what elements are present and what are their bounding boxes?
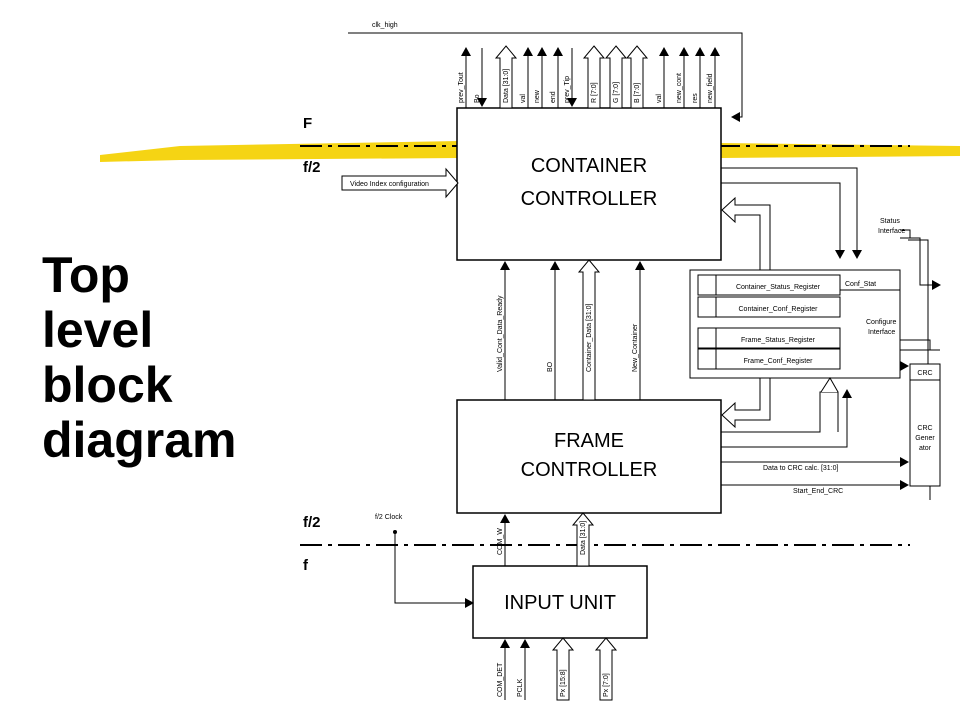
- low-signal-group: COM_W Data [31:0]: [497, 512, 595, 567]
- crc-generator-block: [909, 363, 941, 487]
- mid-signal-label: Valid_Cont_Data_Ready: [497, 295, 504, 372]
- frame-controller-label: CONTROLLER: [521, 459, 658, 481]
- top-signal-label: val: [656, 94, 663, 103]
- top-signal-label: G [7:0]: [613, 82, 620, 103]
- register-box: [697, 327, 841, 349]
- register-label: Frame_Conf_Register: [744, 358, 814, 365]
- top-signal-label: prev_Tip: [564, 76, 571, 103]
- top-signal-label: Bo: [474, 94, 481, 103]
- configure-interface-label: Configure: [866, 319, 896, 326]
- f2-clock-line: [394, 532, 474, 608]
- conf-stat-label: Conf_Stat: [845, 281, 876, 288]
- input-signal-arrow: [551, 637, 575, 701]
- title-line: block: [42, 357, 173, 413]
- domain-label-f2-top: f/2: [303, 159, 321, 176]
- status-interface-label: Status: [880, 218, 900, 225]
- register-box: [697, 296, 841, 318]
- clk-high-line: [348, 32, 743, 122]
- register-box: [697, 274, 841, 296]
- register-label: Frame_Status_Register: [741, 337, 816, 344]
- top-signal-label: new_field: [707, 73, 714, 103]
- register-label: Container_Conf_Register: [739, 306, 819, 313]
- top-signal-label: new: [534, 89, 541, 103]
- right-connections: [721, 167, 941, 500]
- input-signal-label: COM_DET: [497, 662, 504, 697]
- input-signal-label: Px [7:0]: [603, 673, 610, 697]
- domain-label-f: f: [303, 557, 309, 574]
- video-index-arrow: [341, 167, 459, 199]
- status-interface-label: Interface: [878, 228, 905, 235]
- clk-high-label: clk_high: [372, 22, 398, 29]
- crc-generator-label: CRC: [917, 425, 932, 432]
- top-signal-label: new_cont: [676, 73, 683, 103]
- configure-interface-label: Interface: [868, 329, 895, 336]
- mid-signal-arrow: [577, 259, 601, 401]
- container-controller-label: CONTAINER: [531, 155, 647, 177]
- top-signal-label: res: [692, 93, 699, 103]
- top-signal-label: B [7:0]: [634, 83, 641, 103]
- input-unit-label: INPUT UNIT: [504, 592, 616, 614]
- title-line: level: [42, 302, 154, 358]
- top-signal-label: prev_Tout: [458, 72, 465, 103]
- low-signal-arrow: [571, 512, 595, 567]
- top-signal-label: val: [520, 94, 527, 103]
- title-line: Top: [42, 247, 130, 303]
- register-group: Container_Status_RegisterContainer_Conf_…: [697, 274, 841, 370]
- top-signal-arrow: [582, 45, 606, 109]
- start-end-crc-label: Start_End_CRC: [793, 488, 843, 495]
- container-controller-label: CONTROLLER: [521, 188, 658, 210]
- container-controller-block: [456, 107, 722, 261]
- mid-signal-label: Container_Data [31:0]: [586, 303, 593, 372]
- mid-signal-label: New_Container: [632, 323, 639, 372]
- crc-generator-label: ator: [919, 445, 932, 452]
- input-signal-label: Px [15:8]: [560, 669, 567, 697]
- domain-label-F: F: [303, 115, 312, 132]
- title-line: diagram: [42, 412, 237, 468]
- video-index-label: Video Index configuration: [350, 181, 429, 188]
- f2-clock-dot: [393, 530, 397, 534]
- top-signal-label: Data [31:0]: [503, 69, 510, 103]
- low-signal-label: COM_W: [497, 528, 504, 555]
- slide-title: Top level block diagram: [42, 248, 237, 468]
- input-signal-group: COM_DET PCLK Px [15:8] Px [7:0]: [497, 637, 618, 701]
- top-signal-arrow: [604, 45, 628, 109]
- register-label: Container_Status_Register: [736, 284, 821, 291]
- f2-clock-label: f/2 Clock: [375, 514, 403, 521]
- top-signal-arrow: [494, 45, 518, 109]
- low-signal-label: Data [31:0]: [580, 521, 587, 555]
- mid-signal-label: BO: [547, 361, 554, 372]
- input-signal-label: PCLK: [517, 678, 524, 697]
- register-box: [697, 348, 841, 370]
- top-signal-label: R [7:0]: [591, 82, 598, 103]
- top-signal-label: end: [550, 91, 557, 103]
- frame-controller-block: [456, 399, 722, 514]
- domain-label-f2-bottom: f/2: [303, 514, 321, 531]
- frame-controller-label: FRAME: [554, 430, 624, 452]
- input-signal-arrow: [594, 637, 618, 701]
- crc-header-label: CRC: [917, 370, 932, 377]
- data-to-crc-label: Data to CRC calc. [31:0]: [763, 465, 839, 472]
- input-unit-block: [472, 565, 648, 639]
- crc-generator-label: Gener: [915, 435, 935, 442]
- top-signal-arrow: [625, 45, 649, 109]
